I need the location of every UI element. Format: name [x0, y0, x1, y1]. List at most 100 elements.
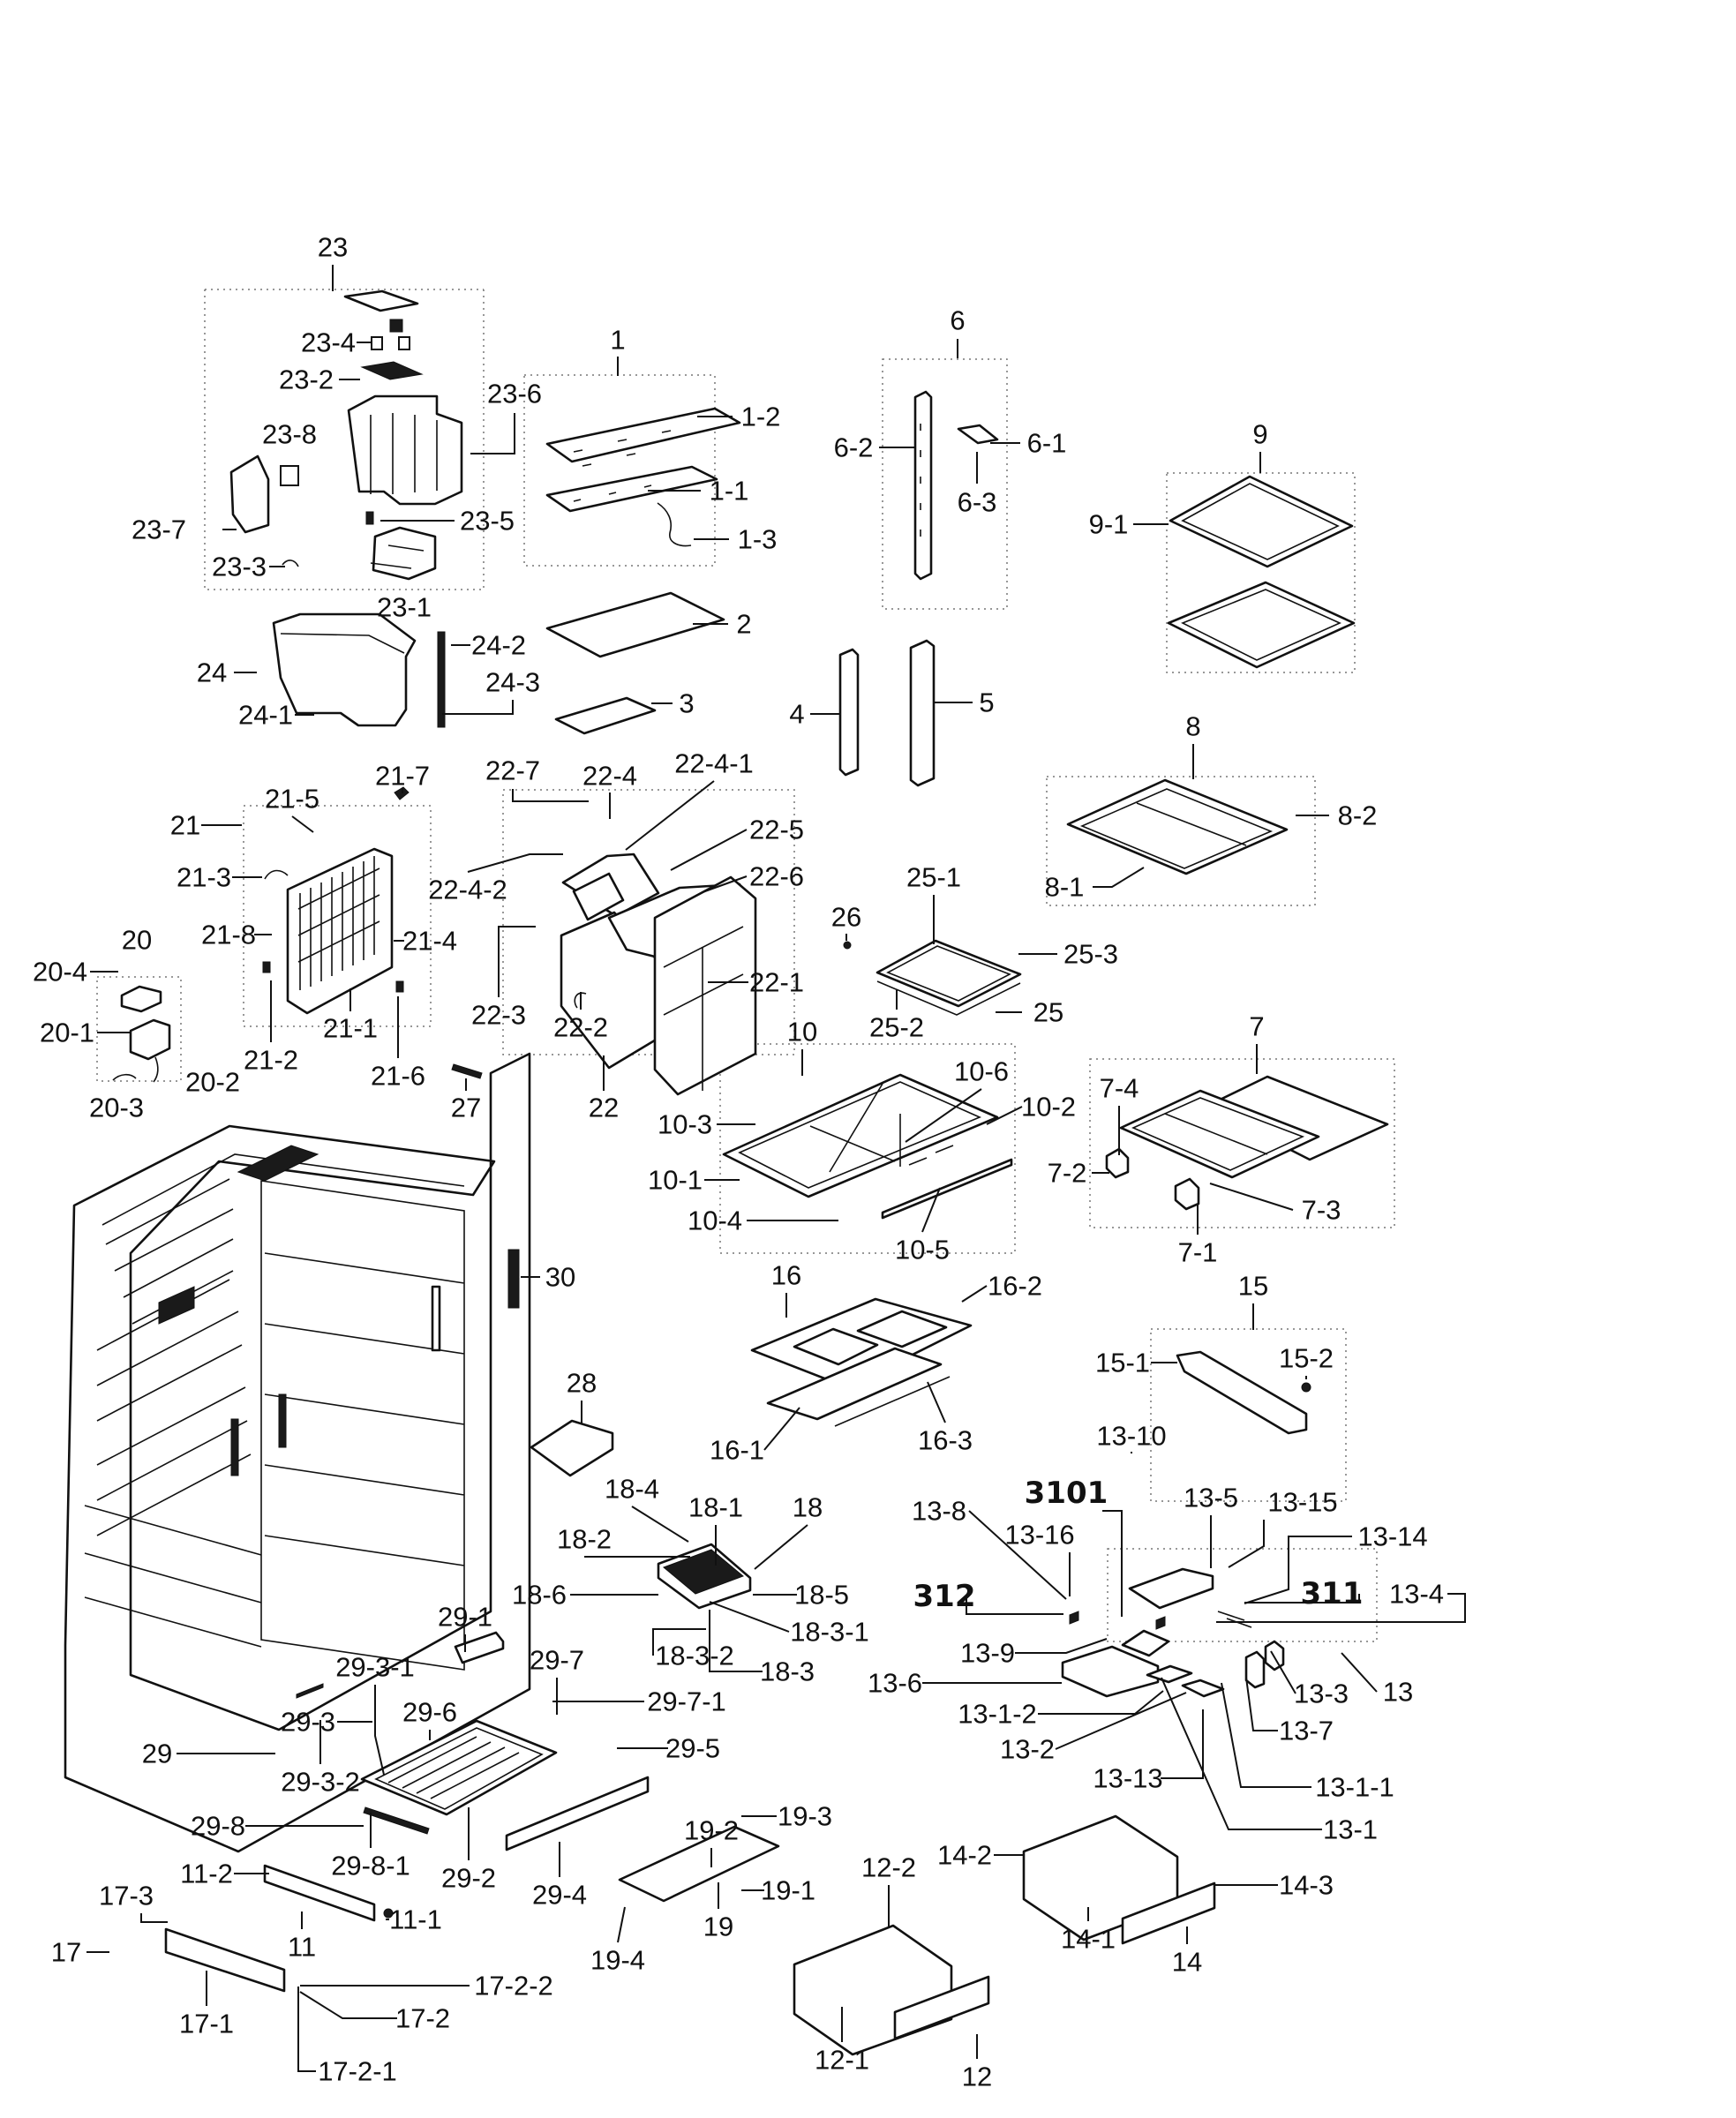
- callout-label-10-6: 10-6: [954, 1056, 1009, 1087]
- callout-label-19-3: 19-3: [778, 1801, 832, 1832]
- callout-label-25: 25: [1033, 997, 1063, 1028]
- callout-label-21-4: 21-4: [402, 926, 457, 957]
- callout-label-29-1: 29-1: [438, 1602, 492, 1633]
- callout-label-18-6: 18-6: [512, 1580, 567, 1611]
- callout-label-21-3: 21-3: [177, 862, 231, 893]
- callout-label-17-2-1: 17-2-1: [318, 2056, 397, 2087]
- callout-label-13-4: 13-4: [1389, 1579, 1444, 1610]
- drawer-part: [1022, 1814, 1216, 1945]
- callout-label-29-6: 29-6: [402, 1697, 457, 1728]
- callout-label-22-6: 22-6: [749, 861, 804, 892]
- shelf-part: [722, 1073, 1013, 1220]
- callout-label-22: 22: [589, 1093, 619, 1123]
- callout-label-5: 5: [979, 687, 994, 718]
- callout-label-17-3: 17-3: [99, 1881, 154, 1911]
- callout-label-24: 24: [197, 657, 227, 688]
- callout-label-29-8-1: 29-8-1: [331, 1851, 410, 1881]
- cover-part: [164, 1927, 286, 1993]
- strip-part: [507, 1249, 520, 1309]
- callout-label-1-1: 1-1: [710, 476, 749, 507]
- leader-lines: [86, 265, 1466, 2072]
- shelf-part: [1066, 778, 1289, 875]
- shelf-part: [1105, 1075, 1389, 1211]
- callout-label-7-1: 7-1: [1178, 1237, 1218, 1268]
- callout-label-13-3: 13-3: [1294, 1679, 1349, 1709]
- callout-label-29-5: 29-5: [665, 1733, 720, 1764]
- callout-label-29-3: 29-3: [281, 1707, 335, 1738]
- callout-label-25-2: 25-2: [869, 1012, 924, 1043]
- bracket-part: [530, 1419, 614, 1477]
- callout-label-13-15: 13-15: [1267, 1487, 1337, 1518]
- callout-label-2: 2: [736, 609, 751, 640]
- callout-label-14: 14: [1172, 1947, 1202, 1978]
- callout-label-8: 8: [1185, 711, 1200, 742]
- callout-label-21-1: 21-1: [323, 1013, 378, 1044]
- drawer-part: [296, 1631, 650, 1851]
- refrigerator-cabinet-part: [64, 1052, 531, 1853]
- callout-label-25-1: 25-1: [906, 862, 961, 893]
- callout-label-13-10: 13-10: [1096, 1421, 1166, 1452]
- callout-label-27: 27: [451, 1093, 481, 1123]
- callout-label-1: 1: [610, 325, 625, 356]
- callout-label-7-3: 7-3: [1302, 1195, 1341, 1226]
- drawer-part: [793, 1924, 990, 2056]
- callout-label-21-6: 21-6: [371, 1061, 425, 1092]
- callout-label-21: 21: [170, 810, 200, 841]
- callout-label-7: 7: [1249, 1011, 1264, 1042]
- callout-label-22-4-1: 22-4-1: [674, 748, 754, 779]
- callout-label-29-4: 29-4: [532, 1880, 587, 1911]
- callout-label-19-1: 19-1: [761, 1875, 815, 1906]
- callout-label-9-1: 9-1: [1089, 509, 1129, 540]
- callout-label-23-7: 23-7: [132, 514, 186, 545]
- callout-label-22-1: 22-1: [749, 967, 804, 998]
- callout-label-9: 9: [1252, 419, 1267, 450]
- callout-label-22-7: 22-7: [485, 755, 540, 786]
- callout-label-13-2: 13-2: [1000, 1734, 1055, 1765]
- callout-label-23-6: 23-6: [487, 379, 542, 409]
- rail-part: [913, 390, 999, 581]
- callout-label-21-5: 21-5: [265, 784, 319, 815]
- callout-label-311: 311: [1301, 1576, 1364, 1611]
- callout-label-6-1: 6-1: [1027, 428, 1067, 459]
- callout-label-23-1: 23-1: [377, 592, 432, 623]
- cover-part: [618, 1825, 780, 1903]
- callout-label-6: 6: [950, 305, 965, 336]
- control-panel-part: [545, 407, 741, 547]
- callout-label-18-2: 18-2: [557, 1524, 612, 1555]
- callout-label-28: 28: [567, 1368, 597, 1399]
- callout-label-10-1: 10-1: [648, 1165, 703, 1196]
- callout-label-13-1-2: 13-1-2: [958, 1699, 1037, 1730]
- callout-label-14-3: 14-3: [1279, 1870, 1334, 1901]
- cover-part: [545, 591, 725, 658]
- shelf-part: [843, 939, 1022, 1016]
- callout-label-10-3: 10-3: [658, 1109, 712, 1140]
- callout-label-1-3: 1-3: [738, 524, 778, 555]
- callout-label-17-2: 17-2: [395, 2003, 450, 2034]
- callout-label-29-2: 29-2: [441, 1863, 496, 1894]
- callout-label-18-3-2: 18-3-2: [655, 1641, 734, 1671]
- ice-bucket-part: [272, 612, 446, 728]
- callout-label-24-3: 24-3: [485, 667, 540, 698]
- callout-label-15-1: 15-1: [1095, 1348, 1150, 1378]
- callout-label-29-7-1: 29-7-1: [647, 1686, 726, 1717]
- callout-label-23-2: 23-2: [279, 364, 334, 395]
- callout-label-22-3: 22-3: [471, 1000, 526, 1031]
- callout-label-11-2: 11-2: [180, 1859, 233, 1889]
- callout-label-13: 13: [1383, 1677, 1413, 1708]
- shelf-part: [1167, 475, 1356, 669]
- callout-label-6-2: 6-2: [834, 432, 874, 463]
- callout-label-18: 18: [793, 1492, 823, 1523]
- callout-label-1-2: 1-2: [741, 402, 781, 432]
- callout-label-20-4: 20-4: [33, 957, 87, 988]
- callout-label-23-5: 23-5: [460, 506, 515, 537]
- callout-label-21-7: 21-7: [375, 761, 430, 792]
- callout-label-10-4: 10-4: [688, 1205, 742, 1236]
- callout-label-23-8: 23-8: [262, 419, 317, 450]
- callout-label-12: 12: [962, 2062, 992, 2092]
- cover-part: [750, 1297, 973, 1427]
- callout-label-14-2: 14-2: [937, 1840, 992, 1871]
- callout-label-22-2: 22-2: [553, 1012, 608, 1043]
- callout-label-16: 16: [771, 1260, 801, 1291]
- callout-label-22-5: 22-5: [749, 815, 804, 845]
- part-drawings: [64, 289, 1389, 2056]
